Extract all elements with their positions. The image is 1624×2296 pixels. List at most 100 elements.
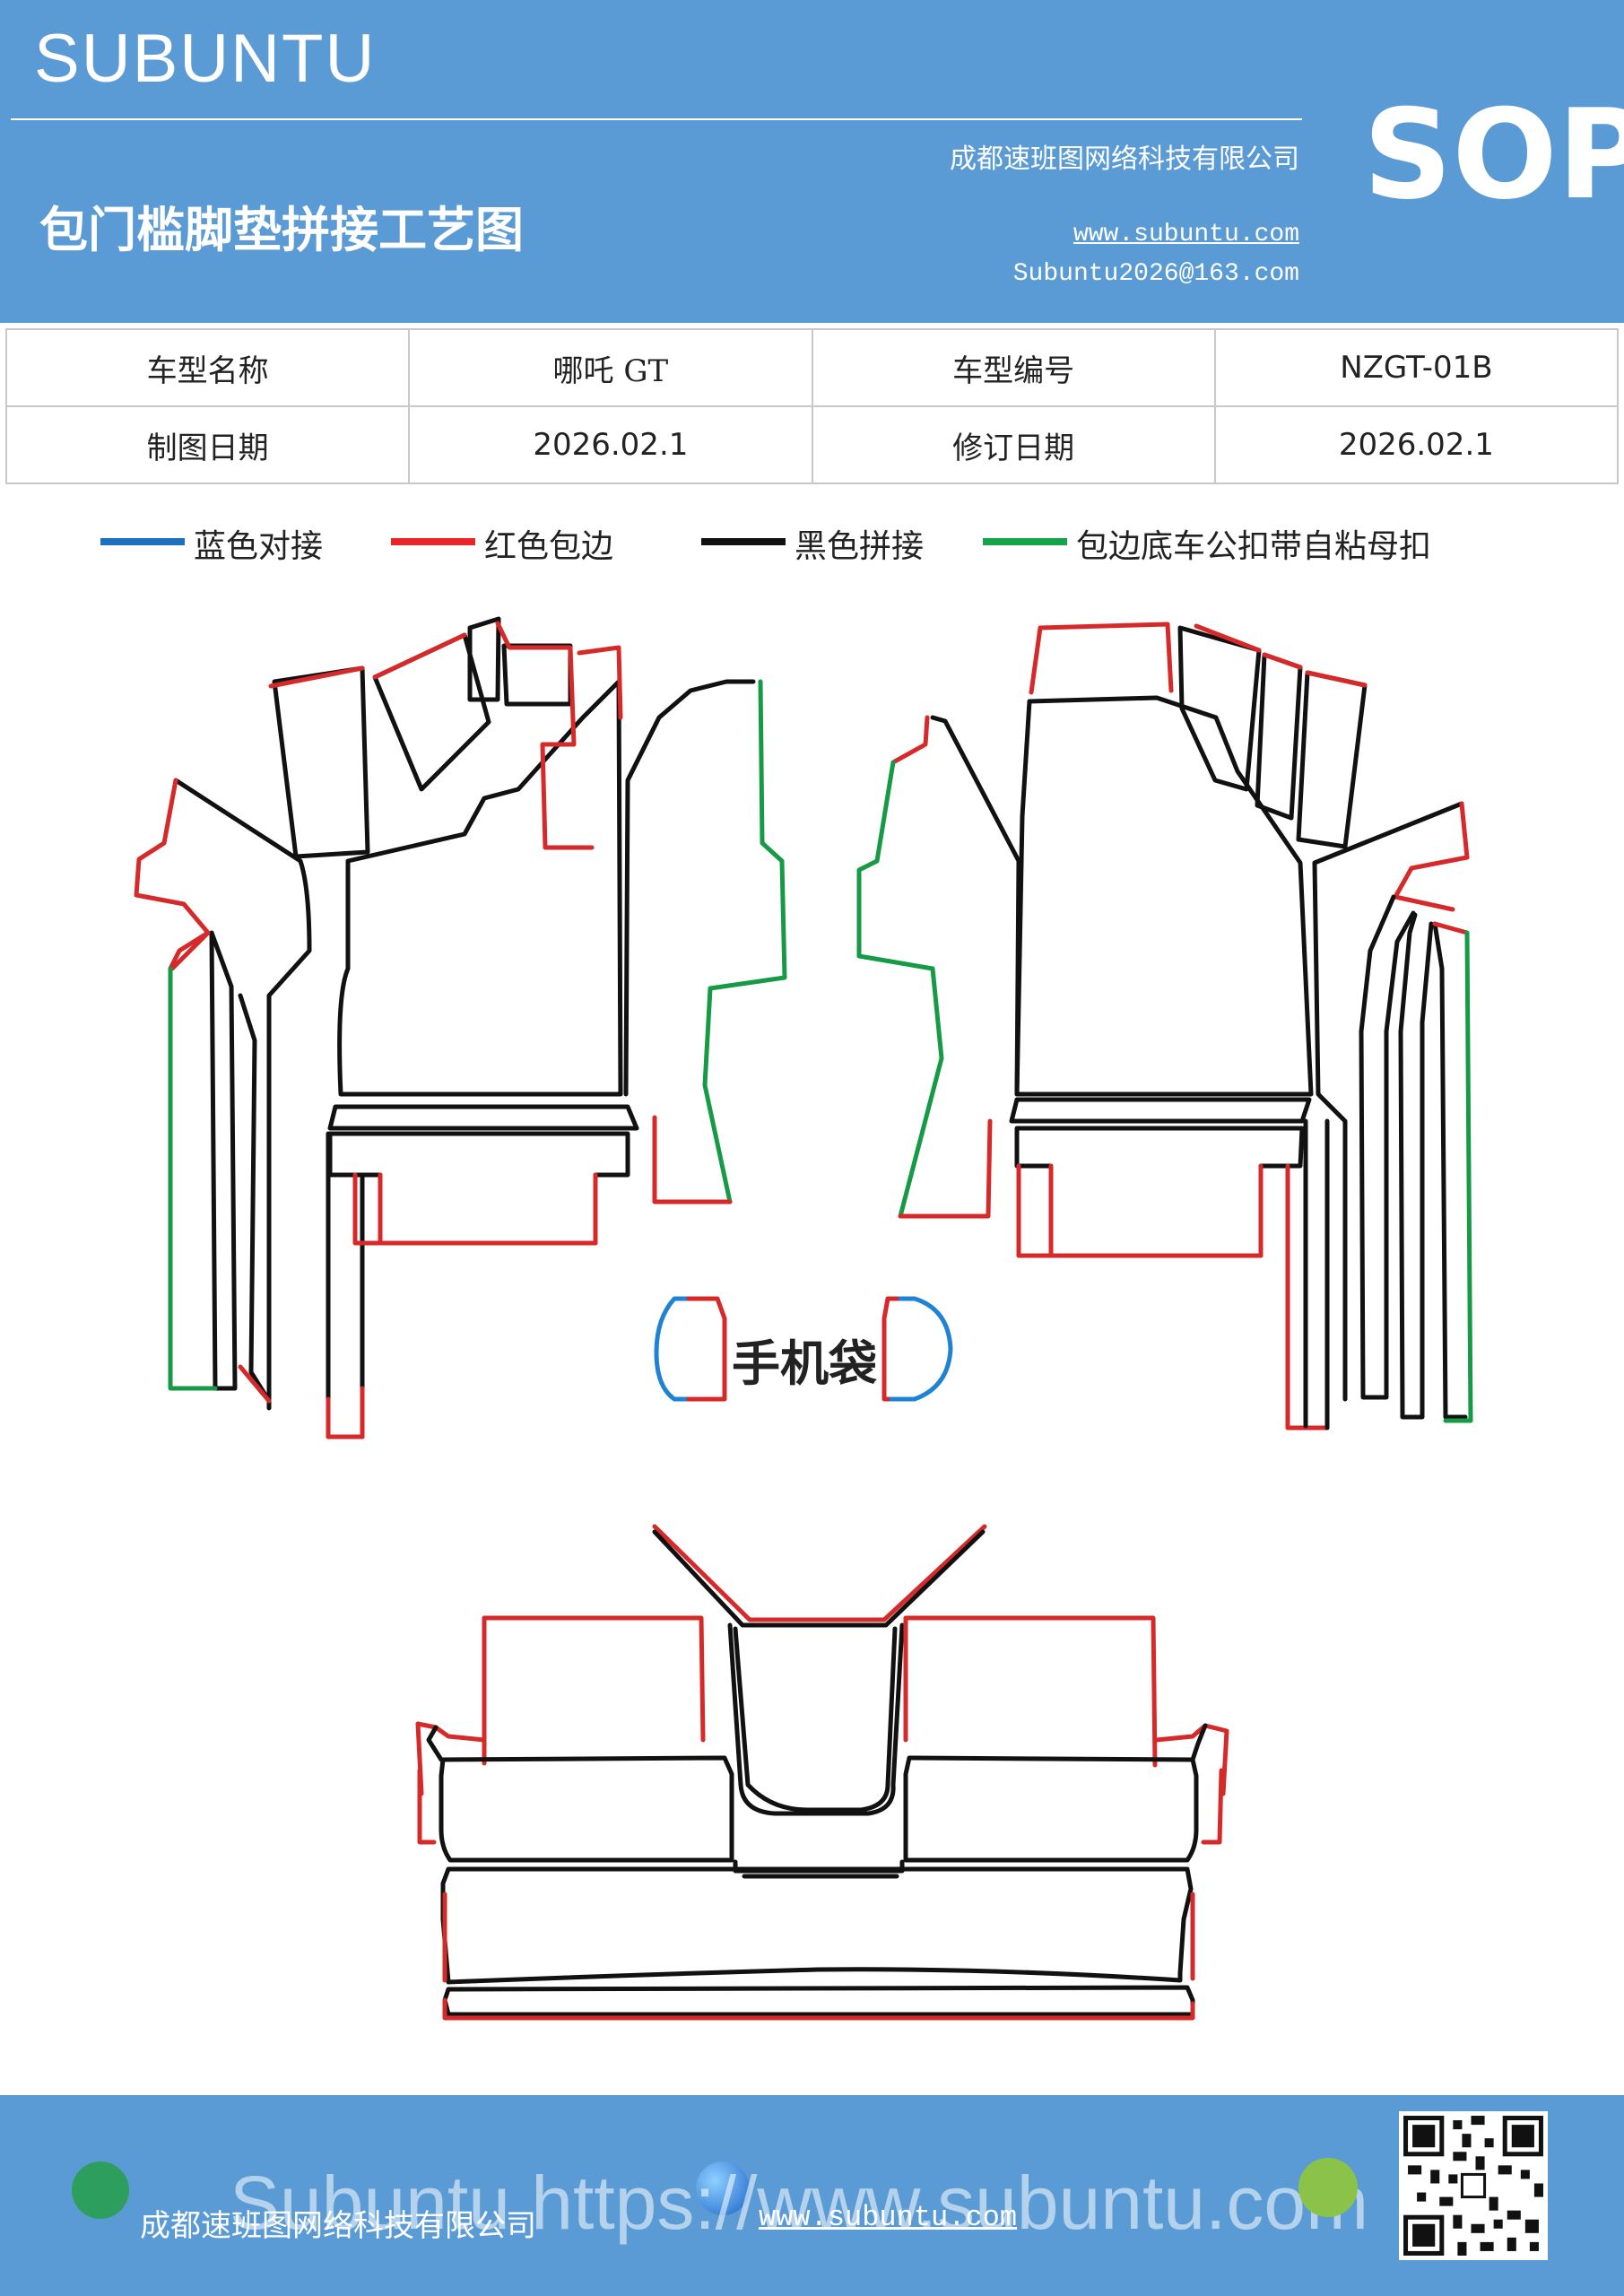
left-sill-strip-b — [238, 993, 272, 1404]
left-upper-panel-a-edge — [268, 665, 365, 689]
left-pillar-bottom-edge — [652, 1115, 733, 1205]
right-pillar-bottom-edge — [898, 1118, 993, 1219]
legend-swatch — [100, 538, 185, 545]
draw-date-label: 制图日期 — [4, 405, 411, 484]
left-main-panel — [337, 679, 623, 1097]
rear-mat-group — [415, 1524, 1229, 2021]
left-rocker-strip — [173, 778, 312, 1411]
phone-bag-right-curve — [885, 1296, 953, 1402]
left-upper-panel-c — [467, 616, 501, 702]
footer-banner: 成都速班图网络科技有限公司 www.subuntu.com Subuntu ht… — [0, 2095, 1624, 2296]
rear-tunnel-inner — [727, 1622, 905, 1816]
right-front-mat-group — [856, 622, 1473, 1431]
rear-left-block-edge — [482, 1615, 706, 1766]
right-rocker-flap — [1393, 801, 1470, 912]
footer-url[interactable]: www.subuntu.com — [759, 2201, 1018, 2234]
legend-swatch — [701, 538, 786, 545]
globe-icon — [696, 2161, 750, 2215]
left-cross-bar — [327, 1104, 639, 1131]
left-sill-strip-a-velcro — [168, 966, 218, 1391]
right-upper-panel-a-edge — [1194, 623, 1262, 653]
left-upper-panel-d-edge — [495, 621, 595, 850]
document-title: 包门槛脚垫拼接工艺图 — [39, 201, 524, 258]
left-main-panel-edge — [577, 645, 623, 720]
rear-bottom-strip-edge — [442, 1997, 1195, 2021]
rear-right-seat-panel — [903, 1755, 1199, 1863]
model-code-value: NZGT-01B — [1213, 328, 1620, 407]
home-icon — [72, 2161, 129, 2219]
footer-watermark: Subuntu https://www.subuntu.com — [230, 2161, 1369, 2245]
right-upper-panel-b-edge — [1262, 652, 1303, 670]
right-pillar-top-edge — [890, 715, 930, 765]
rear-left-flap — [426, 1725, 444, 1762]
model-name-value: 哪吒 GT — [408, 328, 813, 407]
left-long-rail-edge — [326, 1386, 365, 1439]
rear-bench-panel — [440, 1866, 1194, 1985]
vehicle-info-table: 车型名称 哪吒 GT 车型编号 NZGT-01B 制图日期 2026.02.1 … — [4, 328, 1620, 484]
rear-tunnel-top-edge — [652, 1524, 987, 1622]
revision-date-label: 修订日期 — [811, 405, 1216, 484]
legend-label: 蓝色对接 — [194, 528, 324, 565]
draw-date-value: 2026.02.1 — [408, 405, 813, 484]
right-sill-strip-c — [1432, 921, 1468, 1420]
right-upper-panel-c — [1296, 670, 1368, 849]
phone-bag-right-straight — [881, 1296, 899, 1402]
brand-logo: SUBUNTU — [34, 21, 377, 97]
legend-swatch — [391, 538, 475, 545]
tree-icon — [1298, 2158, 1358, 2217]
rear-bench-edge — [442, 1892, 1195, 1983]
left-long-rail-side — [352, 1172, 383, 1246]
right-rear-block-edge — [1016, 1163, 1264, 1258]
phone-bag-group — [654, 1296, 953, 1402]
header-banner: SUBUNTU 包门槛脚垫拼接工艺图 成都速班图网络科技有限公司 www.sub… — [0, 0, 1624, 323]
model-code-label: 车型编号 — [811, 328, 1216, 407]
model-name-label: 车型名称 — [4, 328, 411, 407]
footer-company: 成都速班图网络科技有限公司 — [140, 2208, 536, 2244]
website-link[interactable]: www.subuntu.com — [1073, 221, 1299, 248]
right-long-rail — [1303, 1118, 1330, 1431]
qr-code-icon[interactable] — [1399, 2111, 1548, 2260]
legend-label: 黑色拼接 — [795, 528, 925, 565]
right-long-rail-edge — [1285, 1163, 1330, 1431]
left-sill-strip-b-edge — [238, 1364, 272, 1404]
sop-badge: SOP — [1363, 83, 1624, 227]
right-upper-panel-c-edge — [1305, 670, 1368, 688]
left-rear-block — [327, 1131, 630, 1246]
phone-bag-left-curve — [654, 1296, 691, 1402]
right-main-panel-top-edge — [1029, 622, 1174, 695]
right-pillar-panel — [930, 715, 1021, 1097]
right-sill-strip-b — [1398, 912, 1434, 1420]
left-upper-panel-a — [272, 665, 370, 859]
table-row: 车型名称 哪吒 GT 车型编号 NZGT-01B — [4, 328, 1620, 407]
revision-date-value: 2026.02.1 — [1213, 405, 1620, 484]
left-sill-strip-a-edge — [168, 930, 211, 971]
right-rocker-strip — [1312, 801, 1464, 1402]
color-legend: 蓝色对接 红色包边 黑色拼接 包边底车公扣带自粘母扣 — [0, 520, 1624, 574]
phone-bag-label: 手机袋 — [732, 1335, 877, 1392]
floor-mat-diagram — [134, 616, 1473, 2021]
rear-bottom-strip — [442, 1985, 1195, 2017]
rear-left-seat-panel — [439, 1755, 734, 1863]
phone-bag-left-straight — [686, 1296, 727, 1402]
legend-label: 红色包边 — [484, 528, 614, 565]
rear-tunnel-panel — [652, 1529, 986, 1813]
left-upper-panel-b-edge — [372, 632, 467, 680]
left-upper-panel-d — [501, 643, 573, 707]
email-address[interactable]: Subuntu2026@163.com — [1012, 260, 1299, 288]
left-pillar-panel — [623, 679, 756, 1097]
left-sill-strip-a — [209, 930, 238, 1391]
right-main-panel — [1014, 695, 1314, 1097]
right-upper-panel-b — [1255, 652, 1303, 821]
left-rear-block-edge — [378, 1172, 598, 1246]
rear-right-block-edge — [903, 1615, 1158, 1768]
right-cross-bar — [1009, 1097, 1312, 1124]
legend-swatch — [983, 538, 1067, 545]
left-pillar-velcro — [702, 679, 787, 1205]
rear-right-seat-edge — [1154, 1723, 1229, 1845]
right-pillar-velcro — [856, 760, 944, 1219]
company-name: 成都速班图网络科技有限公司 — [950, 144, 1299, 175]
rear-right-flap — [1190, 1723, 1208, 1762]
left-front-mat-group — [134, 616, 787, 1439]
header-divider — [11, 118, 1302, 120]
right-sill-strip-c-velcro — [1443, 930, 1473, 1423]
